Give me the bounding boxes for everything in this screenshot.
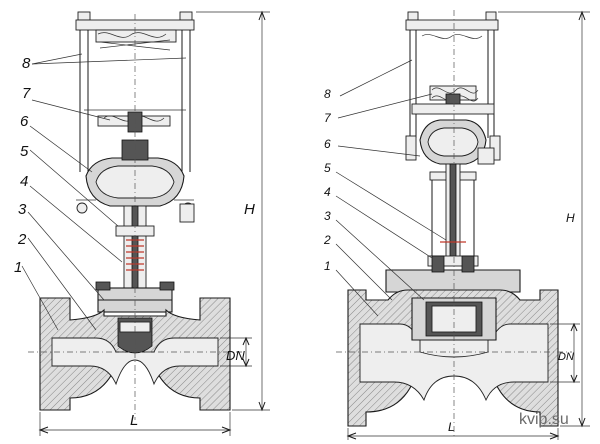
right-label-1: 1 (324, 259, 331, 273)
right-label-2: 2 (323, 233, 331, 247)
right-label-4: 4 (324, 185, 331, 199)
right-label-3: 3 (324, 209, 331, 223)
left-label-8: 8 (22, 55, 31, 72)
right-dimensions (346, 10, 590, 440)
left-label-5: 5 (20, 143, 29, 160)
left-label-3: 3 (18, 201, 27, 218)
left-dimensions (38, 10, 270, 436)
right-label-8: 8 (324, 87, 331, 101)
left-valve-view: 8 7 6 5 4 3 2 1 H L DN (14, 10, 270, 436)
left-dim-h: H (244, 201, 255, 218)
right-label-7: 7 (324, 111, 332, 125)
left-actuator-frame (75, 11, 195, 172)
right-dim-h: H (566, 211, 575, 225)
watermark: kvip.su (519, 411, 569, 428)
left-part-labels: 8 7 6 5 4 3 2 1 H L DN (14, 55, 255, 429)
left-dim-l: L (130, 412, 138, 429)
right-label-5: 5 (324, 161, 331, 175)
left-leader-lines (21, 53, 187, 331)
right-leader-lines (335, 59, 447, 317)
left-label-1: 1 (14, 259, 22, 276)
right-valve-view: 8 7 6 5 4 3 2 1 H L DN (323, 10, 590, 440)
left-label-7: 7 (22, 85, 31, 102)
left-label-4: 4 (20, 173, 28, 190)
left-valve-body (28, 14, 242, 420)
right-actuator-frame (405, 11, 499, 138)
left-label-6: 6 (20, 113, 29, 130)
left-diaphragm-housing (76, 139, 195, 223)
left-dim-dn: DN (226, 348, 245, 363)
right-label-6: 6 (324, 137, 331, 151)
right-valve-body (336, 10, 572, 436)
right-part-labels: 8 7 6 5 4 3 2 1 H L DN (323, 87, 575, 434)
right-stem-yoke (427, 163, 479, 267)
right-dim-l: L (448, 420, 455, 434)
right-diaphragm-housing (405, 119, 501, 165)
left-label-2: 2 (17, 231, 27, 248)
right-dim-dn: DN (558, 351, 574, 363)
